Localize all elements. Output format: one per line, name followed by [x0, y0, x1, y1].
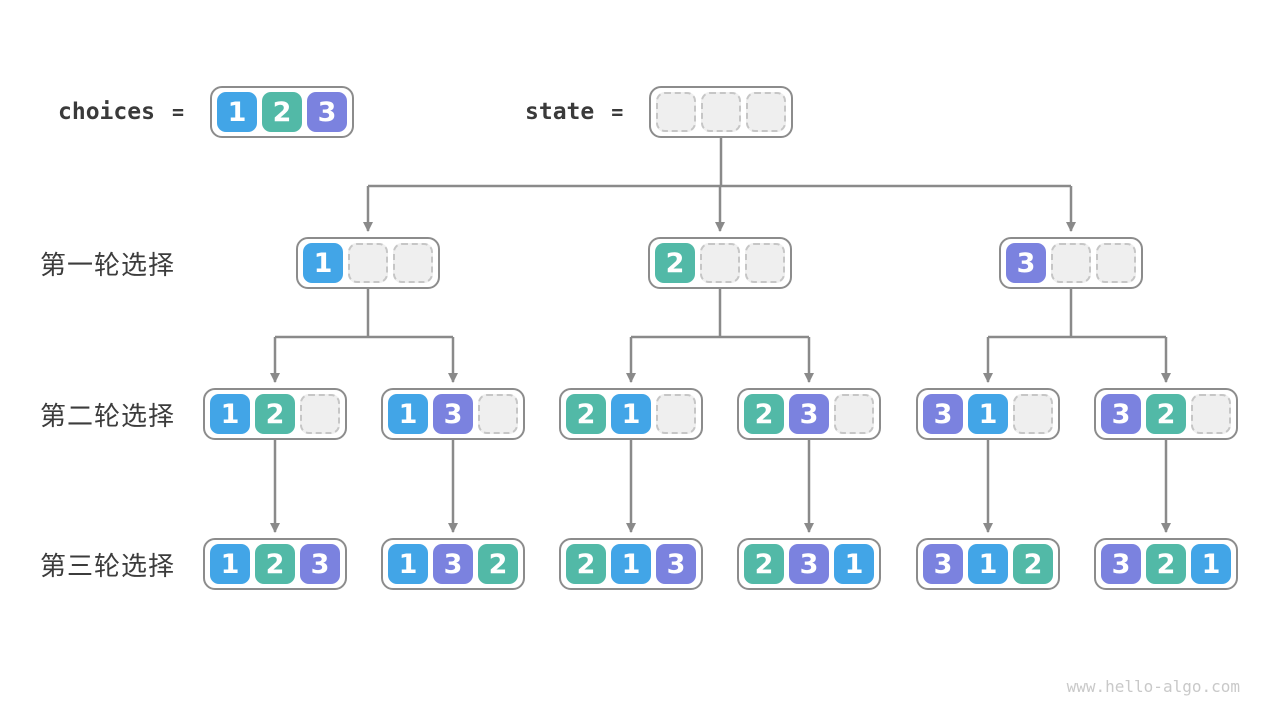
round1-state-box: 2 — [648, 237, 792, 289]
choice-cell-2: 2 — [566, 544, 606, 584]
choice-cell-2: 2 — [566, 394, 606, 434]
choice-cell-1: 1 — [388, 544, 428, 584]
choice-cell-3: 3 — [1101, 544, 1141, 584]
empty-cell — [478, 394, 518, 434]
choice-cell-1: 1 — [968, 394, 1008, 434]
round-2-label: 第二轮选择 — [40, 400, 176, 431]
choice-cell-1: 1 — [303, 243, 343, 283]
choice-cell-2: 2 — [478, 544, 518, 584]
empty-cell — [1191, 394, 1231, 434]
choice-cell-1: 1 — [210, 394, 250, 434]
empty-cell — [1051, 243, 1091, 283]
state-array-box — [649, 86, 793, 138]
state-header: state = — [525, 86, 623, 138]
choice-cell-2: 2 — [744, 544, 784, 584]
choice-cell-2: 2 — [655, 243, 695, 283]
choice-cell-2: 2 — [255, 544, 295, 584]
empty-cell — [701, 92, 741, 132]
choice-cell-3: 3 — [789, 394, 829, 434]
round-3-label: 第三轮选择 — [40, 550, 176, 581]
choices-header: choices = — [58, 86, 184, 138]
website-watermark: www.hello-algo.com — [1066, 677, 1240, 696]
choice-cell-3: 3 — [1101, 394, 1141, 434]
choice-cell-2: 2 — [255, 394, 295, 434]
choice-cell-3: 3 — [433, 394, 473, 434]
choice-cell-1: 1 — [388, 394, 428, 434]
empty-cell — [1096, 243, 1136, 283]
choice-cell-3: 3 — [656, 544, 696, 584]
state-label: state — [525, 99, 595, 125]
choice-cell-1: 1 — [834, 544, 874, 584]
choice-cell-3: 3 — [300, 544, 340, 584]
empty-cell — [656, 92, 696, 132]
choice-cell-1: 1 — [611, 544, 651, 584]
empty-cell — [834, 394, 874, 434]
state-equals-sign: = — [611, 100, 624, 124]
choice-cell-3: 3 — [433, 544, 473, 584]
choices-equals-sign: = — [171, 100, 184, 124]
choice-cell-3: 3 — [307, 92, 347, 132]
choice-cell-2: 2 — [262, 92, 302, 132]
round1-state-box: 1 — [296, 237, 440, 289]
round-1-label: 第一轮选择 — [40, 249, 176, 280]
choice-cell-1: 1 — [968, 544, 1008, 584]
choice-cell-3: 3 — [789, 544, 829, 584]
choice-cell-1: 1 — [210, 544, 250, 584]
choice-cell-1: 1 — [217, 92, 257, 132]
choice-cell-2: 2 — [1146, 544, 1186, 584]
empty-cell — [393, 243, 433, 283]
empty-cell — [300, 394, 340, 434]
choice-cell-2: 2 — [1013, 544, 1053, 584]
round1-state-box: 3 — [999, 237, 1143, 289]
empty-cell — [348, 243, 388, 283]
empty-cell — [700, 243, 740, 283]
choice-cell-2: 2 — [744, 394, 784, 434]
empty-cell — [1013, 394, 1053, 434]
choice-cell-3: 3 — [923, 394, 963, 434]
choice-cell-1: 1 — [611, 394, 651, 434]
choice-cell-1: 1 — [1191, 544, 1231, 584]
choice-cell-3: 3 — [923, 544, 963, 584]
choices-label: choices — [58, 99, 155, 125]
empty-cell — [745, 243, 785, 283]
empty-cell — [656, 394, 696, 434]
empty-cell — [746, 92, 786, 132]
choice-cell-3: 3 — [1006, 243, 1046, 283]
choice-cell-2: 2 — [1146, 394, 1186, 434]
